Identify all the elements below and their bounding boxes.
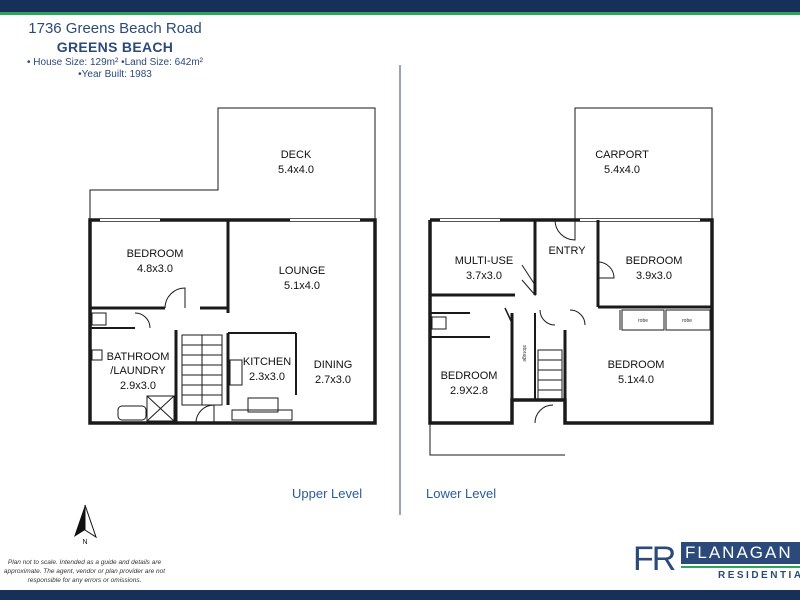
top-accent-line	[0, 12, 800, 15]
address: 1736 Greens Beach Road	[28, 20, 202, 37]
logo-mark: FR	[633, 540, 676, 578]
robe-label-2: robe	[682, 318, 692, 324]
lower-room-labels: CARPORT 5.4x4.0 MULTI-USE 3.7x3.0 ENTRY …	[441, 149, 693, 397]
upper-room-labels: DECK 5.4x4.0 BEDROOM 4.8x3.0 LOUNGE 5.1x…	[107, 149, 353, 392]
lounge-size: 5.1x4.0	[284, 280, 320, 292]
multi-use-label: MULTI-USE	[455, 255, 513, 267]
bedroom-label: BEDROOM	[127, 248, 184, 260]
deck-outline	[89, 107, 376, 220]
logo-name: FLANAGAN	[681, 542, 800, 564]
logo-accent-line	[681, 566, 800, 568]
multi-use-size: 3.7x3.0	[466, 270, 502, 282]
carport-size: 5.4x4.0	[604, 164, 640, 176]
bedroom-b-label: BEDROOM	[441, 370, 498, 382]
bedroom-size: 4.8x3.0	[137, 263, 173, 275]
upper-outer-walls	[88, 218, 377, 425]
property-details: • House Size: 129m² •Land Size: 642m² •Y…	[0, 57, 230, 81]
details-year: •Year Built: 1983	[78, 69, 152, 80]
property-header: 1736 Greens Beach Road GREENS BEACH • Ho…	[0, 20, 230, 81]
lower-level-plan	[428, 107, 714, 456]
lower-stairs	[537, 349, 563, 401]
entry-label: ENTRY	[548, 245, 586, 257]
deck-label: DECK	[281, 149, 312, 161]
bedroom-b-size: 2.9X2.8	[450, 385, 488, 397]
upper-level-label: Upper Level	[292, 486, 363, 501]
kitchen-label: KITCHEN	[243, 356, 291, 368]
bedroom-c-size: 5.1x4.0	[618, 374, 654, 386]
dining-size: 2.7x3.0	[315, 374, 351, 386]
dining-label: DINING	[314, 359, 353, 371]
carport-outline	[574, 107, 713, 220]
agency-logo: FR FLANAGAN RESIDENTIAL	[633, 540, 800, 585]
lounge-label: LOUNGE	[279, 265, 325, 277]
bedroom-a-size: 3.9x3.0	[636, 270, 672, 282]
kitchen-size: 2.3x3.0	[249, 371, 285, 383]
upper-stairs	[181, 334, 223, 406]
bathroom-size: 2.9x3.0	[120, 380, 156, 392]
details-sizes: • House Size: 129m² •Land Size: 642m²	[27, 57, 203, 68]
north-label: N	[82, 539, 87, 545]
logo-tagline: RESIDENTIAL	[718, 570, 800, 581]
storage-label: storage	[521, 345, 527, 362]
suburb: GREENS BEACH	[56, 39, 174, 55]
lower-level-label: Lower Level	[426, 486, 497, 501]
upper-level-plan	[88, 107, 377, 425]
bedroom-c-label: BEDROOM	[608, 359, 665, 371]
carport-label: CARPORT	[595, 149, 649, 161]
robe-label-1: robe	[638, 318, 648, 324]
deck-size: 5.4x4.0	[278, 164, 314, 176]
disclaimer: Plan not to scale. Intended as a guide a…	[3, 559, 166, 584]
laundry-label: /LAUNDRY	[110, 365, 166, 377]
north-arrow-icon: N	[74, 504, 97, 545]
bathroom-label: BATHROOM	[107, 351, 170, 363]
top-bar	[0, 0, 800, 12]
bedroom-a-label: BEDROOM	[626, 255, 683, 267]
bottom-bar	[0, 590, 800, 600]
